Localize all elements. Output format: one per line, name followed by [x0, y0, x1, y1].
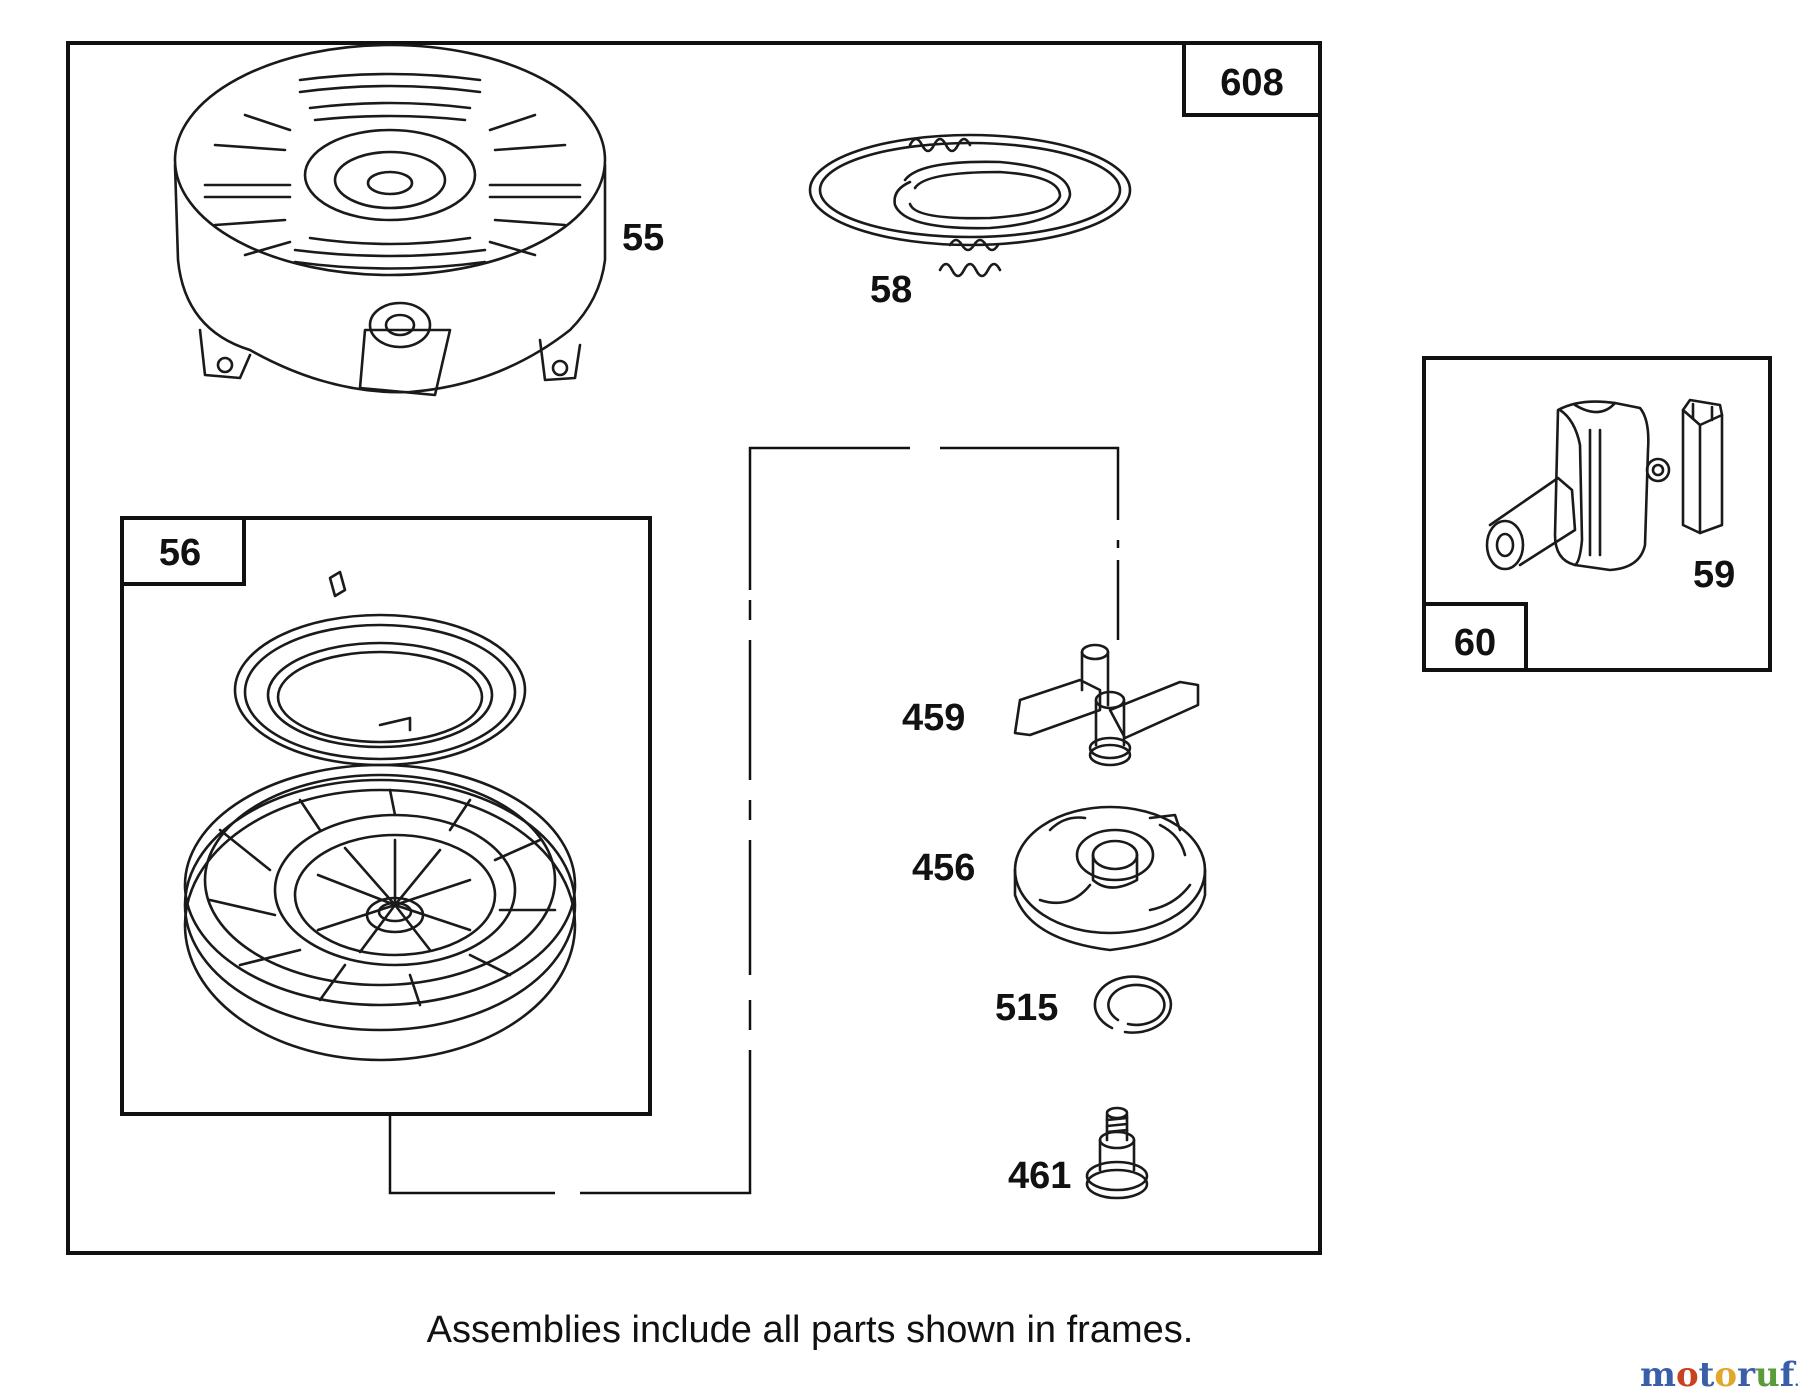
assembly-frame-608: 608: [66, 41, 1322, 1255]
part-number-58: 58: [870, 269, 912, 311]
assembly-frame-56: 56: [120, 516, 652, 1116]
leader-lines: [388, 446, 1120, 1195]
part-number-55: 55: [622, 217, 664, 259]
watermark-logo: motoruf.de: [1640, 1355, 1800, 1394]
dog-retainer-part: [1013, 805, 1207, 952]
retaining-ring-part: [1093, 975, 1173, 1034]
center-screw-part: [1085, 1106, 1149, 1200]
starter-dogs-part: [1013, 643, 1200, 767]
recoil-spring-part: [233, 570, 527, 767]
part-number-461: 461: [1008, 1155, 1071, 1197]
svg-text:motoruf.de: motoruf.de: [1640, 1355, 1800, 1394]
part-number-456: 456: [912, 847, 975, 889]
frame-label-56: 56: [159, 532, 201, 574]
handle-insert-part: [1645, 398, 1724, 535]
starter-rope-part: [808, 133, 1132, 278]
starter-pulley-part: [183, 763, 577, 1062]
frame-label-60: 60: [1454, 622, 1496, 664]
diagram-caption: Assemblies include all parts shown in fr…: [427, 1309, 1194, 1351]
assembly-frame-60: 60: [1422, 356, 1772, 672]
starter-handle-part: [1485, 400, 1650, 572]
frame-label-608: 608: [1220, 62, 1283, 104]
part-number-459: 459: [902, 697, 965, 739]
starter-housing-part: [173, 43, 607, 397]
part-number-515: 515: [995, 987, 1058, 1029]
part-number-59: 59: [1693, 554, 1735, 596]
